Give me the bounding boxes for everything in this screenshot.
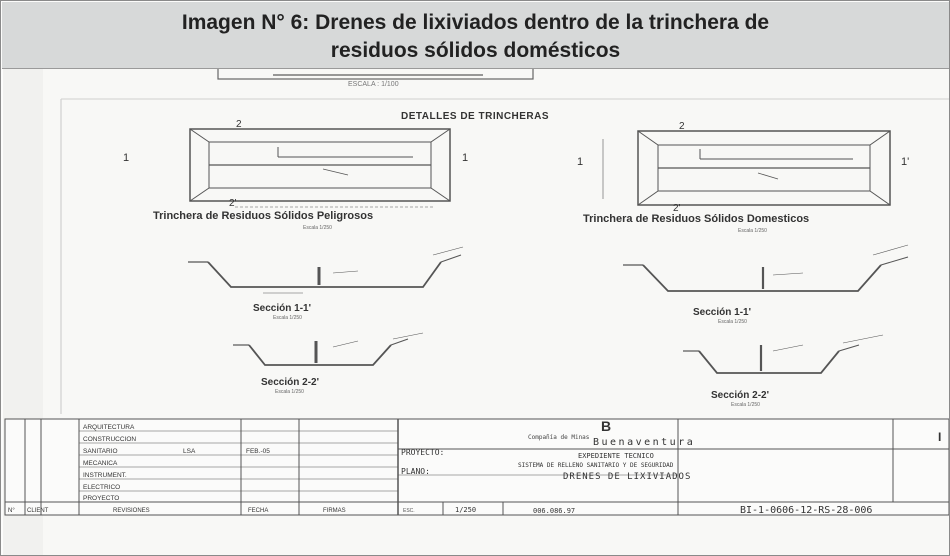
caption-line-1: Imagen N° 6: Drenes de lixiviados dentro… (181, 11, 770, 34)
sanitario-initials: LSA (183, 448, 196, 455)
discipline-6: PROYECTO (83, 495, 119, 502)
discipline-5: ELECTRICO (83, 484, 120, 491)
discipline-0: ARQUITECTURA (83, 424, 135, 431)
figure-caption: Imagen N° 6: Drenes de lixiviados dentro… (2, 2, 949, 69)
plan-label-box: ESCALA : 1/100 (217, 69, 534, 88)
sheet-mark: I (938, 430, 941, 444)
footer-col-2: REVISIONES (113, 508, 150, 514)
sanitario-date: FEB.-05 (246, 448, 270, 455)
company-logo: B (601, 418, 611, 434)
escala-label: ESC. (403, 508, 415, 514)
trench-left-dim-bottom: 2' (229, 198, 237, 209)
section-right-11-scale: Escala 1/250 (718, 319, 747, 325)
trench-plan-left (189, 128, 451, 208)
section-right-11-title: Sección 1-1' (693, 307, 751, 318)
project-line-1: EXPEDIENTE TECNICO (578, 452, 654, 460)
trench-right-title: Trinchera de Residuos Sólidos Domesticos (583, 213, 809, 225)
details-title: DETALLES DE TRINCHERAS (401, 111, 549, 122)
company-name: Buenaventura (593, 437, 695, 448)
section-left-22-profile (233, 332, 424, 366)
footer-col-0: N° (8, 508, 15, 514)
section-left-22-title: Sección 2-2' (261, 377, 319, 388)
footer-col-3: FECHA (248, 508, 268, 514)
section-left-11-title: Sección 1-1' (253, 303, 311, 314)
drawing-svg: ESCALA : 1/100 DETALLES DE TRINCHERAS 2 … (3, 69, 949, 555)
discipline-4: INSTRUMENT. (83, 472, 127, 479)
trench-left-dim-right: 1 (462, 152, 468, 164)
trench-right-dim-top: 2 (679, 121, 685, 132)
plan-name: DRENES DE LIXIVIADOS (563, 472, 691, 482)
plano-label: PLANO: (401, 467, 430, 476)
project-line-2: SISTEMA DE RELLENO SANITARIO Y DE SEGURI… (518, 462, 674, 469)
section-left-11-profile (188, 246, 464, 294)
trench-left-dim-left: 1 (123, 152, 129, 164)
scanned-drawing: ESCALA : 1/100 DETALLES DE TRINCHERAS 2 … (3, 69, 949, 555)
trench-left-scale: Escala 1/250 (303, 225, 332, 231)
svg-text:B: B (601, 418, 611, 434)
trench-right-dim-left: 1 (577, 156, 583, 168)
footer-col-4: FIRMAS (323, 508, 346, 514)
proyecto-label: PROYECTO: (401, 448, 444, 457)
section-right-11-profile (623, 244, 909, 292)
code-small: 006.086.97 (533, 507, 575, 515)
footer-col-1: CLIENT (27, 508, 49, 514)
discipline-1: CONSTRUCCION (83, 436, 136, 443)
section-left-22-scale: Escala 1/250 (275, 389, 304, 395)
trench-right-dim-right: 1' (901, 156, 909, 168)
trench-plan-right (602, 130, 891, 206)
trench-left-dim-top: 2 (236, 119, 242, 130)
title-block (4, 418, 949, 516)
section-right-22-profile (683, 334, 884, 374)
company-left: Compañía de Minas (528, 434, 590, 441)
section-left-11-scale: Escala 1/250 (273, 315, 302, 321)
drawing-code: BI-1-0606-12-RS-28-006 (740, 505, 872, 516)
section-right-22-scale: Escala 1/250 (731, 402, 760, 408)
discipline-2: SANITARIO (83, 448, 118, 455)
discipline-3: MECANICA (83, 460, 118, 467)
trench-right-dim-bottom: 2' (673, 203, 681, 214)
trench-left-title: Trinchera de Residuos Sólidos Peligrosos (153, 210, 373, 222)
caption-line-2: residuos sólidos domésticos (330, 39, 621, 62)
trench-right-scale: Escala 1/250 (738, 228, 767, 234)
plan-scale-label: ESCALA : 1/100 (348, 81, 399, 88)
section-right-22-title: Sección 2-2' (711, 390, 769, 401)
escala-value: 1/250 (455, 506, 476, 514)
